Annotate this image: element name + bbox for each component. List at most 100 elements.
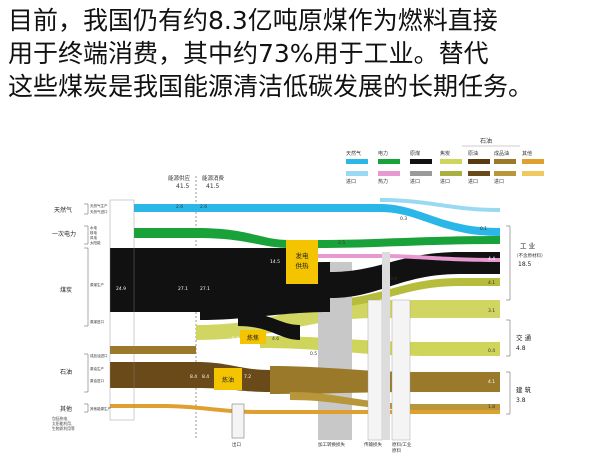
sink-industry: 工 业: [520, 241, 536, 250]
consumption-title: 能源消费: [202, 174, 225, 182]
flow-coal-industry: [330, 252, 500, 298]
legend-swatch-heat: [378, 171, 400, 176]
legend-label-products: 成品油: [494, 150, 509, 157]
node-refining-label: 炼油: [222, 376, 234, 384]
supply-value: 41.5: [176, 183, 190, 190]
sub-gas-import: 天然气进口: [90, 209, 108, 214]
flow-gas-main: [134, 204, 500, 236]
label-misc-4: 0.1: [480, 226, 487, 232]
sub-other-prod: 其他能源生产: [90, 406, 111, 411]
consumption-value: 41.5: [206, 183, 220, 190]
legend-swatch-gas: [346, 159, 368, 164]
supply-title: 能源供应: [168, 174, 191, 182]
legend-label-gas: 天然气: [346, 150, 361, 157]
sinks: 工 业 （不含原材料） 18.5 交 通 4.8 建 筑 3.8: [506, 225, 546, 415]
label-coal-a: 27.1: [178, 286, 188, 292]
source-gas: 天然气: [54, 206, 72, 214]
bracket-transport: [506, 319, 511, 357]
label-gas-a: 2.6: [176, 204, 183, 210]
label-oil-c: 7.2: [244, 374, 251, 380]
sink-transport-value: 4.8: [516, 345, 526, 352]
sub-nuclear: 核电: [90, 230, 97, 235]
legend-swatch-misc: [522, 171, 544, 176]
legend-label-coke: 焦炭: [440, 150, 450, 157]
sink-industry-sub: （不含原材料）: [514, 252, 546, 259]
label-processing-loss: 加工转换损失: [318, 441, 345, 448]
headline: 目前，我国仍有约8.3亿吨原煤作为燃料直接 用于终端消费，其中约73%用于工业。…: [8, 4, 598, 103]
flow-primary-power: [134, 228, 290, 248]
node-refining: [214, 368, 242, 390]
legend-swatch-products-import: [494, 171, 516, 176]
node-power-gen: [286, 240, 318, 284]
node-coking-label: 炼焦: [247, 334, 259, 342]
legend-label-heat: 热力: [378, 178, 388, 185]
legend-swatch-products: [494, 159, 516, 164]
bracket-building: [506, 371, 511, 415]
flow-heat: [318, 254, 500, 262]
flow-coke-industry: [320, 278, 500, 308]
legend-swatch-gas-import: [346, 171, 368, 176]
sources: 天然气 天然气生产 天然气进口 一次电力 水电 核电 风电 太阳能 煤炭 原煤生…: [52, 203, 111, 431]
label-coal-b: 27.1: [200, 286, 210, 292]
label-coke-b: 4.6: [272, 336, 279, 342]
flow-coal-coking: [238, 312, 300, 340]
bracket-other: [84, 403, 89, 413]
label-oil-a: 8.4: [190, 374, 197, 380]
label-material-use-2: 原料: [392, 447, 401, 454]
legend-swatch-coal: [410, 159, 432, 164]
flow-oil-building: [290, 392, 500, 410]
legend: 石油 天然气 电力 原煤 焦炭 原油 成品油 其他 进口 热力 进口 进口 进口…: [346, 137, 544, 185]
source-coal: 煤炭: [60, 286, 72, 294]
label-misc-3: 0.9: [390, 276, 397, 282]
label-tr-1: 4.1: [488, 379, 495, 385]
label-material-use-1: 原料/工业: [392, 441, 412, 448]
legend-label-power: 电力: [378, 150, 388, 157]
legend-label-crude: 原油: [468, 150, 478, 157]
source-other-sub-1: 包括热电、: [52, 416, 71, 421]
label-coke-a: 5.9: [232, 336, 239, 342]
legend-swatch-crude-import: [468, 171, 490, 176]
legend-label-gas-import: 进口: [346, 178, 356, 185]
node-coking: [240, 330, 266, 344]
label-oil-b: 8.4: [202, 374, 209, 380]
legend-swatch-coke-import: [440, 171, 462, 176]
label-power-in: 14.5: [270, 259, 280, 265]
sink-industry-value: 18.5: [518, 261, 532, 268]
source-oil: 石油: [60, 368, 72, 376]
label-export: 出口: [232, 441, 241, 448]
flow-coal-material: [382, 252, 390, 440]
sub-coal-prod: 原煤生产: [90, 282, 104, 287]
source-power: 一次电力: [52, 230, 76, 238]
headline-line-3: 这些煤炭是我国能源清洁低碳发展的长期任务。: [8, 72, 534, 101]
headline-line-2: 用于终端消费，其中约73%用于工业。替代: [8, 39, 489, 68]
flow-power-industry: [318, 236, 500, 248]
material-bar: [391, 299, 411, 441]
sub-gas-prod: 天然气生产: [90, 203, 108, 208]
transmission-bar: [367, 299, 383, 441]
flow-labels: 24.9 27.1 27.1 14.5 8.4 8.4 7.2 5.9 4.4 …: [116, 256, 495, 385]
label-misc-1: 0.3: [400, 216, 407, 222]
legend-label-coal-import: 进口: [410, 178, 420, 185]
label-coal-supply: 24.9: [116, 286, 126, 292]
legend-label-coke-import: 进口: [440, 178, 450, 185]
sink-building: 建 筑: [516, 385, 532, 394]
sub-oil-prod: 原油生产: [90, 366, 104, 371]
bracket-power: [84, 225, 89, 245]
legend-label-products-import: 进口: [494, 178, 504, 185]
export-bar: [231, 403, 245, 439]
bracket-coal: [84, 247, 89, 327]
label-ind-1: 4.4: [488, 256, 495, 262]
legend-swatch-coal-import: [410, 171, 432, 176]
legend-label-crude-import: 进口: [468, 178, 478, 185]
bracket-oil: [84, 353, 89, 393]
label-tr-extra: 0.4: [488, 348, 495, 354]
sub-oil-import: 成品油进口: [90, 353, 108, 358]
label-ind-3: 3.1: [488, 308, 495, 314]
sub-hydro: 水电: [90, 225, 97, 230]
legend-label-coal: 原煤: [410, 150, 420, 157]
label-transmission-loss: 传输损失: [364, 441, 382, 448]
flow-gas-branch: [380, 198, 500, 212]
legend-group-label: 石油: [480, 137, 492, 145]
headline-line-1: 目前，我国仍有约8.3亿吨原煤作为燃料直接: [8, 6, 498, 35]
